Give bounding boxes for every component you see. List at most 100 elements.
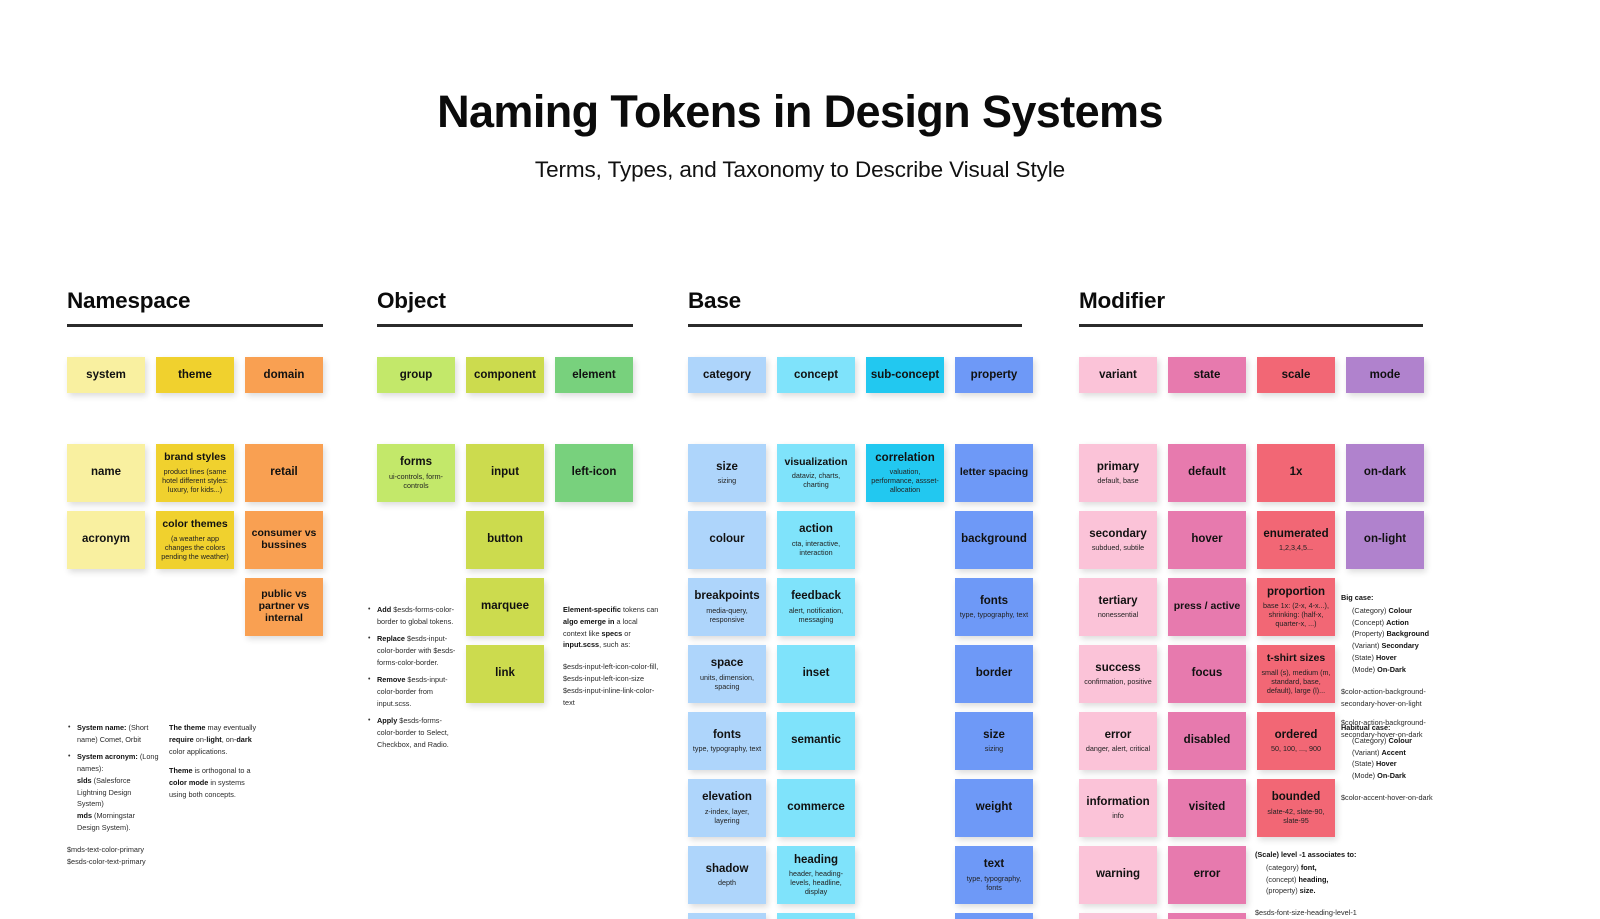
column-divider (67, 324, 323, 327)
token-card-left-icon[interactable]: left-icon (555, 444, 633, 502)
token-card-name[interactable]: name (67, 444, 145, 502)
token-card-commerce[interactable]: commerce (777, 779, 855, 837)
token-card-consumer-vs-bussines[interactable]: consumer vs bussines (245, 511, 323, 569)
token-card-disabled[interactable]: disabled (1168, 712, 1246, 770)
token-card-hover[interactable]: hover (1168, 511, 1246, 569)
token-card-on-light[interactable]: on-light (1346, 511, 1424, 569)
token-card-label: button (487, 533, 523, 546)
token-card-blank[interactable] (1168, 913, 1246, 919)
note-pair: (Variant) Accent (1352, 747, 1406, 757)
token-card-retail[interactable]: retail (245, 444, 323, 502)
token-card-sublabel: subdued, subtile (1091, 543, 1145, 553)
token-card-press-active[interactable]: press / active (1168, 578, 1246, 636)
token-card-public-vs-partner-vs-internal[interactable]: public vs partner vs internal (245, 578, 323, 636)
token-card-weight[interactable]: weight (955, 779, 1033, 837)
token-card-visited[interactable]: visited (1168, 779, 1246, 837)
token-card-letter-spacing[interactable]: letter spacing (955, 444, 1033, 502)
token-card-marquee[interactable]: marquee (466, 578, 544, 636)
token-card-semantic[interactable]: semantic (777, 712, 855, 770)
token-card-warning[interactable]: warning (1079, 846, 1157, 904)
token-card-input[interactable]: input (466, 444, 544, 502)
column-divider (1079, 324, 1423, 327)
token-card-sublabel: nonessential (1097, 610, 1139, 620)
token-card-1x[interactable]: 1x (1257, 444, 1335, 502)
chip-sub-concept[interactable]: sub-concept (866, 357, 944, 393)
token-card-label: on-dark (1363, 466, 1407, 479)
token-card-acronym[interactable]: acronym (67, 511, 145, 569)
token-card-label: error (1104, 728, 1132, 741)
token-card-sublabel: sizing (717, 476, 737, 486)
token-card-color-themes[interactable]: color themes(a weather app changes the c… (156, 511, 234, 569)
chip-system[interactable]: system (67, 357, 145, 393)
token-card-focus[interactable]: focus (1168, 645, 1246, 703)
token-card-blank[interactable] (688, 913, 766, 919)
token-card-colour[interactable]: colour (688, 511, 766, 569)
token-card-on-dark[interactable]: on-dark (1346, 444, 1424, 502)
annotation-note: (Scale) level -1 associates to:(category… (1255, 849, 1375, 919)
token-card-blank[interactable] (955, 913, 1033, 919)
token-card-inset[interactable]: inset (777, 645, 855, 703)
chip-component[interactable]: component (466, 357, 544, 393)
token-card-label: space (710, 657, 744, 670)
token-card-label: input (490, 466, 520, 479)
chip-state[interactable]: state (1168, 357, 1246, 393)
chip-element[interactable]: element (555, 357, 633, 393)
token-card-sublabel: type, typography, fonts (966, 873, 1022, 892)
annotation-note: Add $esds-forms-color-border to global t… (367, 604, 459, 756)
chip-property[interactable]: property (955, 357, 1033, 393)
chip-concept[interactable]: concept (777, 357, 855, 393)
chip-row-modifier: variant state scale mode (1079, 357, 1424, 393)
note-list-item: System name: (Short name) Comet, Orbit (68, 722, 159, 746)
token-card-blank[interactable] (1079, 913, 1157, 919)
token-card-default[interactable]: default (1168, 444, 1246, 502)
token-card-link[interactable]: link (466, 645, 544, 703)
note-pairs: (category) font,(concept) heading,(prope… (1255, 862, 1375, 897)
chip-variant[interactable]: variant (1079, 357, 1157, 393)
chip-domain[interactable]: domain (245, 357, 323, 393)
annotation-note: Element-specific tokens can algo emerge … (563, 604, 659, 709)
chip-category[interactable]: category (688, 357, 766, 393)
note-token-examples: $esds-font-size-heading-level-1$esds-fon… (1255, 907, 1375, 919)
token-card-border[interactable]: border (955, 645, 1033, 703)
chip-mode[interactable]: mode (1346, 357, 1424, 393)
token-card-button[interactable]: button (466, 511, 544, 569)
chip-scale[interactable]: scale (1257, 357, 1335, 393)
token-card-background[interactable]: background (955, 511, 1033, 569)
note-pair: (Variant) Secondary (1352, 641, 1419, 651)
token-card-error[interactable]: error (1168, 846, 1246, 904)
token-card-blank[interactable] (777, 913, 855, 919)
note-pairs: (Category) Colour(Concept) Action(Proper… (1341, 605, 1441, 676)
chip-theme[interactable]: theme (156, 357, 234, 393)
chip-group[interactable]: group (377, 357, 455, 393)
